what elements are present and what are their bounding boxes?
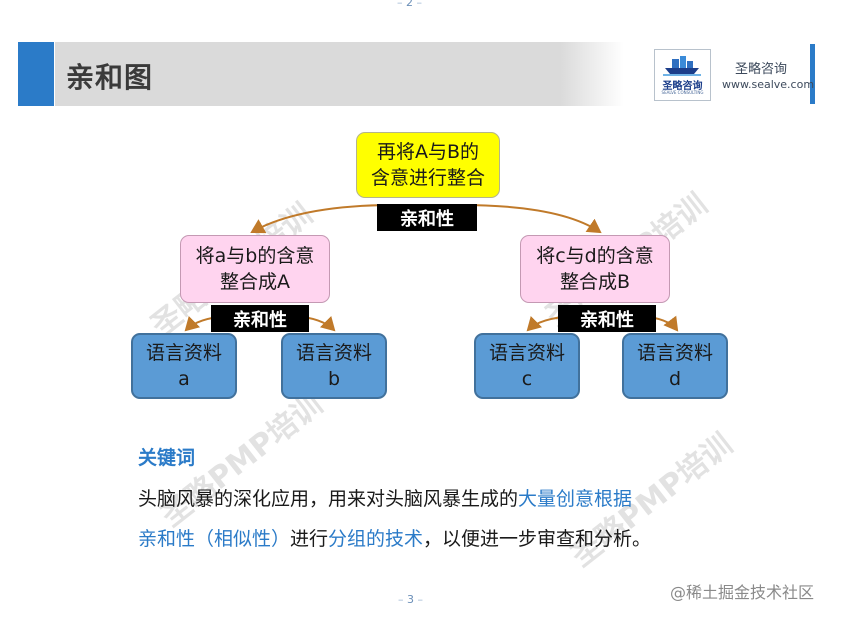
logo-text: 圣略咨询 [662,81,703,92]
group-a-box: 将a与b的含意 整合成A [180,235,330,303]
page-number-value: 2 [406,0,413,9]
affinity-tag-left: 亲和性 [211,305,309,332]
box-line: 整合成B [559,271,631,293]
header-right-accent [810,44,815,104]
language-data-a-box: 语言资料 a [131,333,237,399]
text-highlight: 大量创意根据 [518,488,633,510]
box-line: 将c与d的含意 [536,245,654,267]
text-highlight: 亲和性（相似性） [138,528,291,550]
text-plain: ，以便进一步审查和分析。 [423,528,652,550]
page-title: 亲和图 [66,61,154,94]
logo-ship-icon [663,56,701,76]
box-line: c [521,368,533,390]
page-dash: – [416,0,423,9]
language-data-d-box: 语言资料 d [622,333,728,399]
keywords-line-1: 头脑风暴的深化应用，用来对头脑风暴生成的大量创意根据 [138,484,632,511]
box-line: b [327,368,341,390]
keywords-title: 关键词 [138,447,196,469]
text-plain: 头脑风暴的深化应用，用来对头脑风暴生成的 [138,488,519,510]
language-data-c-box: 语言资料 c [474,333,580,399]
keywords-line-2: 亲和性（相似性）进行分组的技术，以便进一步审查和分析。 [138,524,651,551]
box-line: 再将A与B的 [376,141,480,163]
box-line: 语言资料 [488,342,565,364]
logo-subtitle: SEALVE CONSULTING [661,90,704,95]
brand-url: www.sealve.com [722,78,815,91]
top-page-number: – 2 – [397,0,422,9]
top-integration-box: 再将A与B的 含意进行整合 [356,132,500,198]
box-line: 语言资料 [295,342,372,364]
group-b-box: 将c与d的含意 整合成B [520,235,670,303]
connector-top-right [459,204,602,234]
header-accent-bar [18,42,54,106]
language-data-b-box: 语言资料 b [281,333,387,399]
box-line: 将a与b的含意 [195,245,315,267]
page-dash: – [397,0,403,9]
company-logo: 圣略咨询 SEALVE CONSULTING [654,49,711,101]
box-line: d [668,368,682,390]
bottom-page-number: – 3 – [398,593,423,606]
box-line: a [178,368,190,390]
source-watermark: @稀土掘金技术社区 [670,583,815,602]
brand-name: 圣略咨询 [735,62,788,77]
box-line: 语言资料 [636,342,713,364]
box-line: 整合成A [220,271,290,293]
page-dash: – [398,593,404,606]
affinity-tag-top: 亲和性 [377,204,477,231]
text-highlight: 分组的技术 [328,528,424,550]
page-dash: – [417,593,424,606]
affinity-tag-right: 亲和性 [558,305,656,332]
text-plain: 进行 [290,528,329,550]
page-number-value: 3 [407,593,414,606]
box-line: 含意进行整合 [370,167,485,189]
box-line: 语言资料 [145,342,222,364]
